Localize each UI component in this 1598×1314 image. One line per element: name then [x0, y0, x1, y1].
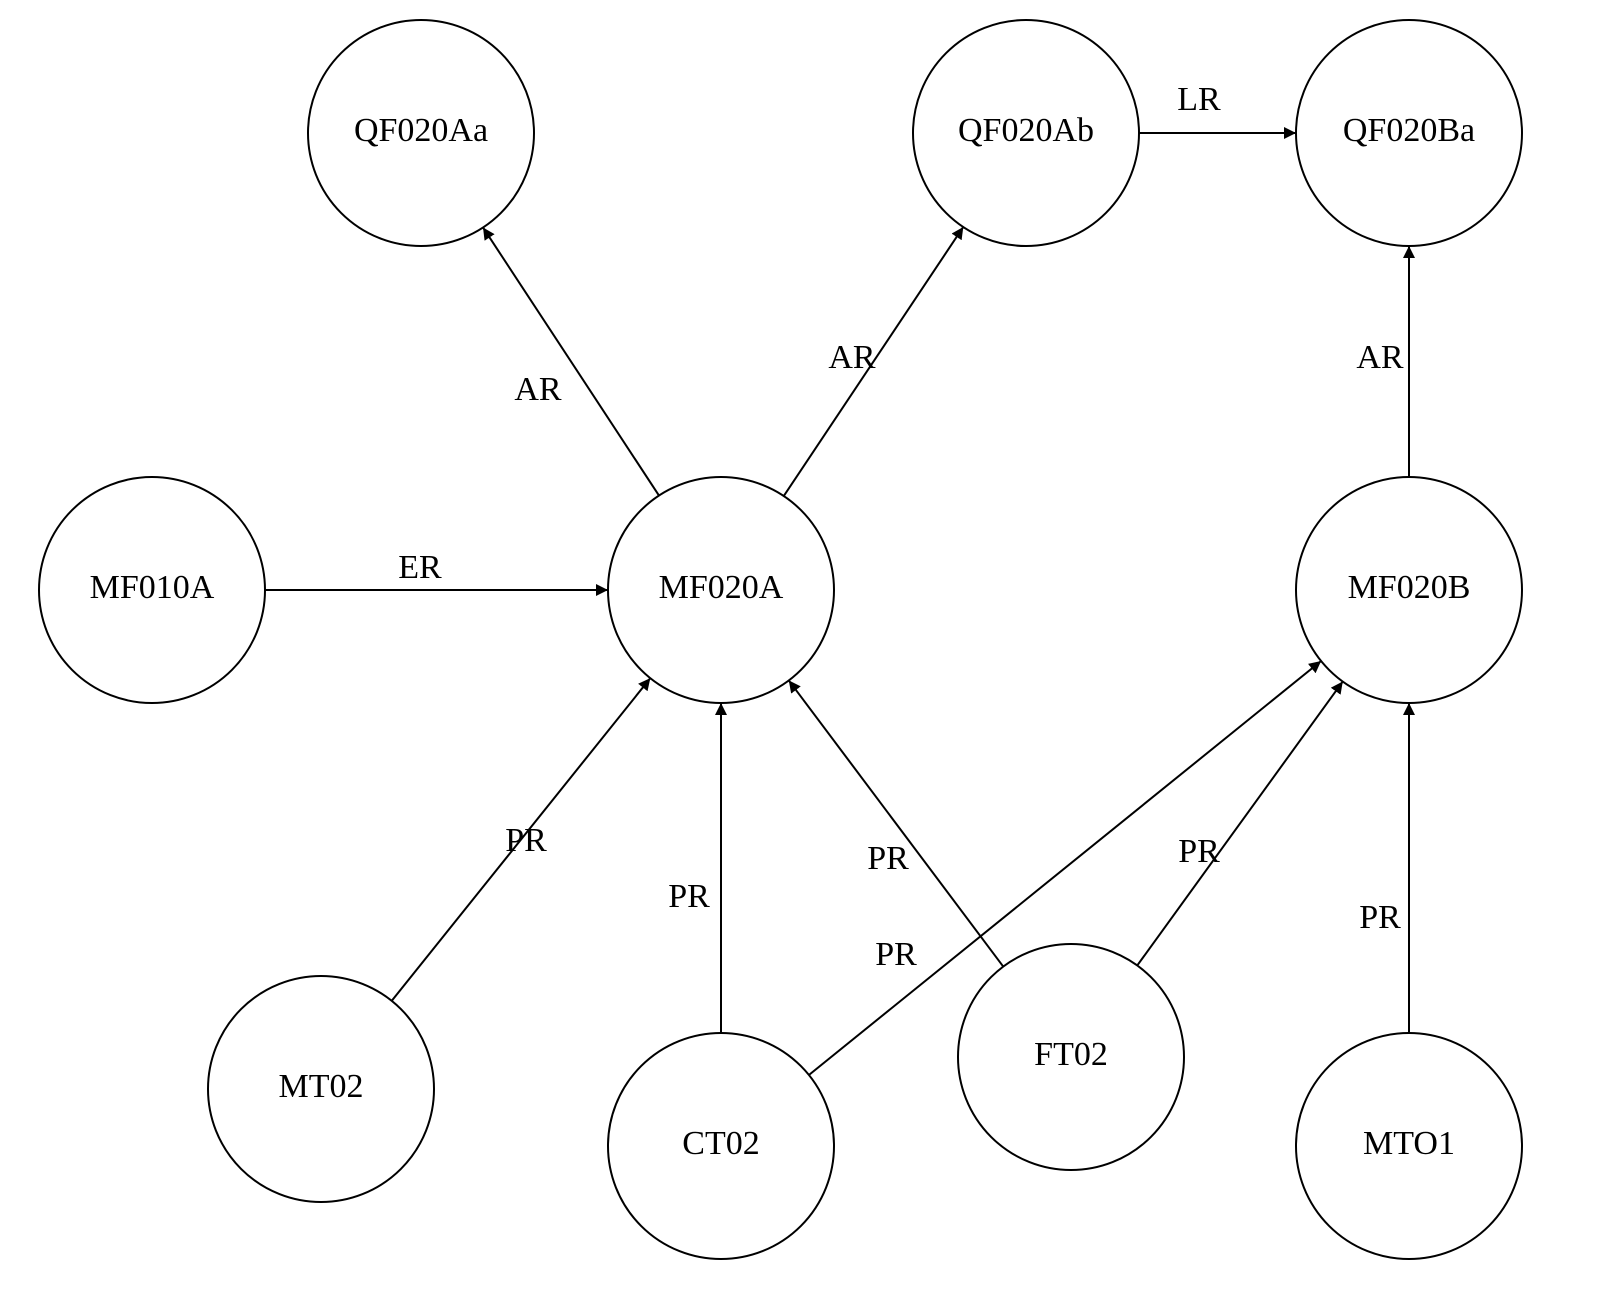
node-label: QF020Aa — [354, 112, 488, 149]
node-label: MF020B — [1348, 569, 1471, 606]
node-label: MTO1 — [1363, 1125, 1455, 1162]
node-circle — [307, 19, 535, 247]
edge-label: PR — [1178, 833, 1220, 870]
node-label: QF020Ba — [1343, 112, 1475, 149]
edge-ct02-to-mf020b — [808, 660, 1322, 1076]
node-mto1: MTO1 — [1295, 1032, 1523, 1260]
node-circle — [912, 19, 1140, 247]
node-label: QF020Ab — [958, 112, 1094, 149]
edge-label: PR — [875, 936, 917, 973]
edge-mf020a-to-qf020aa — [482, 226, 660, 497]
node-label: FT02 — [1034, 1036, 1108, 1073]
edge-label: ER — [398, 549, 442, 586]
node-mf020a: MF020A — [607, 476, 835, 704]
edge-mf020a-to-qf020ab — [782, 226, 965, 497]
edge-mt02-to-mf020a — [390, 677, 652, 1002]
node-circle — [1295, 19, 1523, 247]
node-circle — [1295, 1032, 1523, 1260]
node-label: MT02 — [279, 1068, 364, 1105]
edge-label: LR — [1177, 81, 1221, 118]
node-qf020ab: QF020Ab — [912, 19, 1140, 247]
edges-layer — [265, 127, 1415, 1076]
edge-label: PR — [1359, 899, 1401, 936]
edge-ft02-to-mf020a — [787, 679, 1005, 968]
node-ft02: FT02 — [957, 943, 1185, 1171]
node-circle — [1295, 476, 1523, 704]
node-circle — [207, 975, 435, 1203]
node-circle — [607, 476, 835, 704]
edge-label: PR — [668, 878, 710, 915]
node-mf020b: MF020B — [1295, 476, 1523, 704]
node-qf020ba: QF020Ba — [1295, 19, 1523, 247]
edge-label: PR — [867, 840, 909, 877]
node-circle — [38, 476, 266, 704]
node-mt02: MT02 — [207, 975, 435, 1203]
node-circle — [957, 943, 1185, 1171]
edge-labels-layer: AR AR LR AR ER PR PR PR PR PR PR — [398, 81, 1404, 973]
node-label: CT02 — [682, 1125, 759, 1162]
edge-label: AR — [1356, 339, 1404, 376]
node-label: MF010A — [90, 569, 215, 606]
edge-label: AR — [514, 371, 562, 408]
edge-ft02-to-mf020b — [1136, 680, 1344, 967]
edge-label: PR — [505, 822, 547, 859]
node-ct02: CT02 — [607, 1032, 835, 1260]
node-label: MF020A — [659, 569, 784, 606]
node-qf020aa: QF020Aa — [307, 19, 535, 247]
edge-label: AR — [828, 339, 876, 376]
node-mf010a: MF010A — [38, 476, 266, 704]
node-circle — [607, 1032, 835, 1260]
